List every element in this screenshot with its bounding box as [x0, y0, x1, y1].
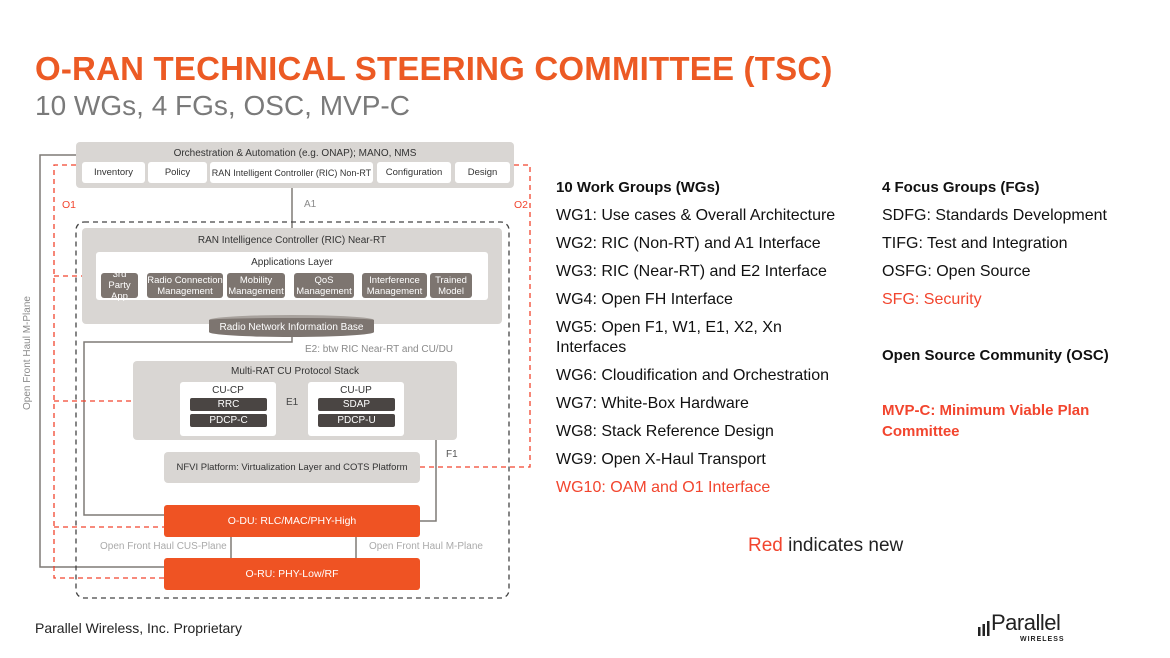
pdcp-u-layer: PDCP-U: [318, 414, 395, 427]
wg-item-new: WG10: OAM and O1 Interface: [556, 479, 771, 496]
applications-layer: Applications Layer 3rd Party App Radio C…: [96, 252, 488, 302]
slide-title: O-RAN TECHNICAL STEERING COMMITTEE (TSC): [35, 50, 833, 87]
m-plane-label: Open Front Haul M-Plane: [369, 541, 483, 552]
f1-label: F1: [446, 449, 458, 460]
cu-cp-title: CU-CP: [212, 385, 244, 396]
nfvi-box: NFVI Platform: Virtualization Layer and …: [164, 452, 420, 483]
fg-item-new: SFG: Security: [882, 291, 982, 308]
ric-near-rt-title: RAN Intelligence Controller (RIC) Near-R…: [197, 235, 387, 246]
wg-item: WG4: Open FH Interface: [556, 291, 733, 308]
app-3rd-party: 3rd Party App: [101, 269, 138, 302]
policy-cell: Policy: [148, 162, 207, 183]
rrc-layer: RRC: [190, 398, 267, 411]
orchestration-title: Orchestration & Automation (e.g. ONAP); …: [173, 148, 417, 159]
ran-boundary: [75, 221, 510, 599]
e2-label: E2: btw RIC Near-RT and CU/DU: [305, 344, 454, 355]
app-qos: QoS Management: [294, 273, 354, 298]
pdcp-c-layer: PDCP-C: [190, 414, 267, 427]
wg-item: WG3: RIC (Near-RT) and E2 Interface: [556, 263, 827, 280]
o-ru-box: O-RU: PHY-Low/RF: [164, 558, 420, 590]
configuration-cell: Configuration: [377, 162, 451, 183]
e2-line: [83, 334, 293, 516]
parallel-wireless-logo: Parallel WIRELESS: [978, 608, 1078, 648]
cus-plane-label: Open Front Haul CUS-Plane: [100, 541, 227, 552]
o1-line: [53, 164, 165, 579]
wg-item: WG2: RIC (Non-RT) and A1 Interface: [556, 235, 821, 252]
m-plane-line: [39, 154, 165, 568]
wg-item: WG7: White-Box Hardware: [556, 395, 749, 412]
rnib-cylinder: Radio Network Information Base: [209, 315, 374, 337]
o-du-box: O-DU: RLC/MAC/PHY-High: [164, 505, 420, 537]
logo-sub: WIRELESS: [1020, 636, 1065, 643]
f1-line: [420, 440, 437, 522]
a1-label: A1: [304, 199, 317, 210]
o2-line: [420, 164, 531, 468]
slide-subtitle: 10 WGs, 4 FGs, OSC, MVP-C: [35, 90, 410, 121]
work-groups-header: 10 Work Groups (WGs): [556, 179, 720, 196]
cu-up-title: CU-UP: [340, 385, 372, 396]
wg-item: WG6: Cloudification and Orchestration: [556, 367, 830, 384]
fg-item: TIFG: Test and Integration: [882, 235, 1068, 252]
cu-stack-title: Multi-RAT CU Protocol Stack: [231, 366, 359, 377]
e1-label: E1: [286, 397, 299, 408]
wg-item: WG1: Use cases & Overall Architecture: [556, 207, 836, 224]
app-interference: Interference Management: [362, 273, 427, 298]
inventory-cell: Inventory: [82, 162, 145, 183]
wg-item: Interfaces: [556, 339, 627, 356]
logo-name: Parallel: [991, 610, 1061, 635]
orchestration-box: Orchestration & Automation (e.g. ONAP); …: [76, 142, 514, 188]
cu-cp-box: CU-CP RRC PDCP-C: [180, 382, 276, 436]
design-cell: Design: [455, 162, 510, 183]
app-radio-connection: Radio Connection Management: [147, 273, 223, 298]
fg-item: SDFG: Standards Development: [882, 207, 1107, 224]
wg-item: WG8: Stack Reference Design: [556, 423, 774, 440]
mvpc-heading-line1: MVP-C: Minimum Viable Plan: [882, 402, 1090, 419]
legend-red-word: Red: [748, 535, 783, 556]
signal-bars-icon: [978, 621, 990, 636]
sdap-layer: SDAP: [318, 398, 395, 411]
ric-non-rt-cell: RAN Intelligent Controller (RIC) Non-RT: [210, 162, 373, 183]
m-plane-vertical-label: Open Front Haul M-Plane: [22, 296, 33, 410]
legend-rest: indicates new: [782, 535, 904, 556]
app-mobility: Mobility Management: [227, 273, 285, 298]
cu-up-box: CU-UP SDAP PDCP-U: [308, 382, 404, 436]
o2-label: O2: [514, 199, 529, 211]
app-trained-model: Trained Model: [430, 273, 472, 298]
cu-stack-box: Multi-RAT CU Protocol Stack CU-CP RRC PD…: [133, 361, 457, 440]
wg-item: WG5: Open F1, W1, E1, X2, Xn: [556, 319, 782, 336]
osc-heading: Open Source Community (OSC): [882, 347, 1109, 364]
fg-item: OSFG: Open Source: [882, 263, 1031, 280]
footer-text: Parallel Wireless, Inc. Proprietary: [35, 620, 242, 636]
mvpc-heading-line2: Committee: [882, 423, 960, 440]
focus-groups-header: 4 Focus Groups (FGs): [882, 179, 1040, 196]
wg-item: WG9: Open X-Haul Transport: [556, 451, 766, 468]
o1-label: O1: [62, 199, 77, 211]
applications-layer-title: Applications Layer: [251, 257, 333, 268]
ric-near-rt-box: RAN Intelligence Controller (RIC) Near-R…: [82, 228, 502, 324]
legend-note: Red indicates new: [748, 535, 903, 557]
